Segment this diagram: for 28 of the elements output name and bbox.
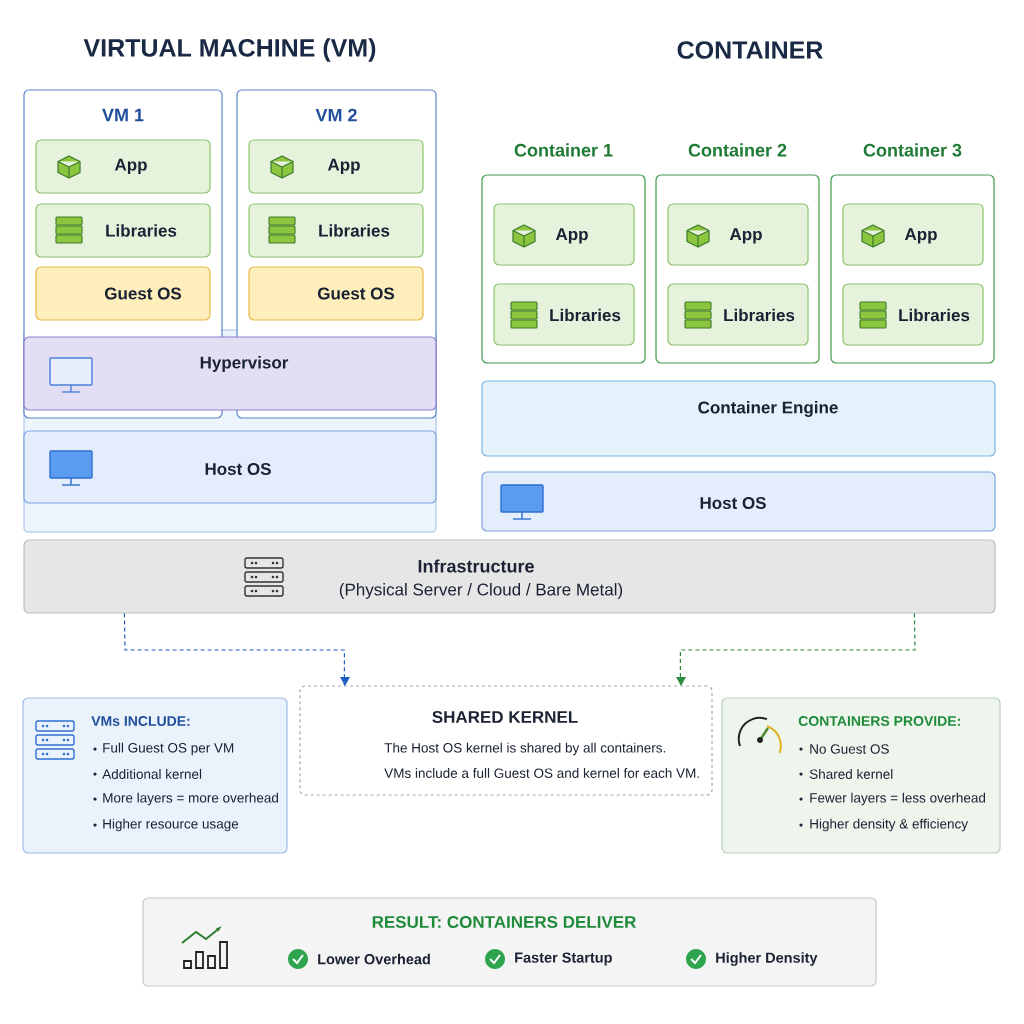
info-card: VMs INCLUDE: Full Guest OS per VM Additional kernel More layers = more overhead Higher resource usage [22,697,288,854]
layer-box: App [667,203,809,266]
connector-arrow [676,613,916,686]
connector-arrow [123,613,350,686]
info-card: SHARED KERNEL The Host OS kernel is shared by all containers. VMs include a full Guest OS and kernel for each VM. [299,685,713,796]
node-label: Container 1 [514,143,613,157]
layer-box: Host OS [481,471,996,532]
layer-box: Infrastructure (Physical Server / Cloud / Bare Metal) [23,539,996,614]
layer-box: Guest OS [248,266,424,321]
result-card: RESULT: CONTAINERS DELIVER Lower Overhead Faster Startup Higher Density [142,897,877,987]
layer-box: App [493,203,635,266]
layer-box: Host OS [23,430,437,504]
layer-box: Libraries [667,283,809,346]
layer-box: Libraries [248,203,424,258]
section-heading: CONTAINER [677,41,823,59]
info-card: CONTAINERS PROVIDE: No Guest OS Shared kernel Fewer layers = less overhead Higher density & efficiency [721,697,1001,854]
node-label: Container 2 [688,143,787,157]
layer-box: Libraries [493,283,635,346]
layer-box: Container Engine [481,380,996,457]
layer-box: App [842,203,984,266]
layer-box: Guest OS [35,266,211,321]
layer-box: Hypervisor [23,336,437,411]
node-label: Container 3 [863,143,962,157]
layer-box: Libraries [35,203,211,258]
layer-box: App [35,139,211,194]
section-heading: VIRTUAL MACHINE (VM) [83,38,376,62]
layer-box: Libraries [842,283,984,346]
layer-box: App [248,139,424,194]
